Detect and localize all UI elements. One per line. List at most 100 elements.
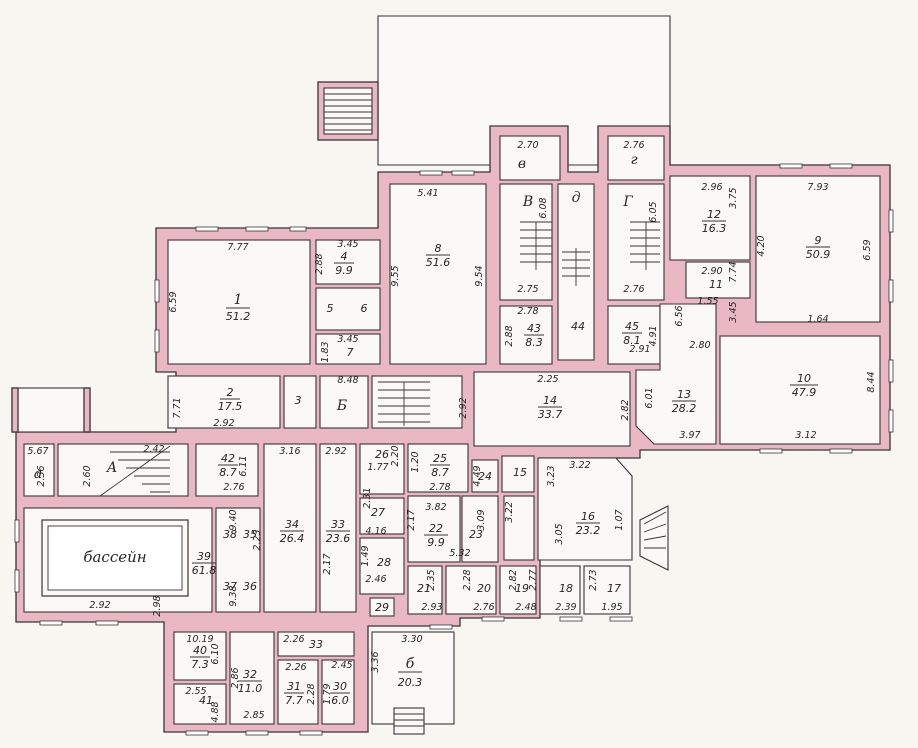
room-8-area: 51.6: [426, 256, 451, 269]
dimension-label: 2.39: [555, 602, 576, 613]
room-38-name: 38: [223, 528, 237, 541]
window: [888, 409, 894, 433]
dimension-label: 4.91: [648, 325, 659, 346]
room-9-name: 9: [815, 234, 822, 247]
dimension-label: 2.45: [331, 660, 352, 671]
stair-d: [562, 248, 590, 286]
dimension-label: 1.64: [807, 314, 828, 325]
room-19-name: 19: [515, 582, 529, 595]
dimension-label: 2.91: [629, 344, 650, 355]
room-39-name: 39: [197, 550, 211, 563]
stair-bottom: [393, 707, 425, 735]
dimension-label: 2.78: [517, 306, 538, 317]
room-16-area: 23.2: [576, 524, 601, 537]
room-34-area: 26.4: [280, 532, 305, 545]
room-8-name: 8: [435, 242, 442, 255]
room-25-name: 25: [433, 452, 447, 465]
dimension-label: 3.16: [279, 446, 300, 457]
dimension-label: 3.45: [728, 301, 739, 322]
dimension-label: 3.30: [401, 634, 422, 645]
room-43-area: 8.3: [525, 336, 543, 349]
window: [195, 226, 219, 232]
dimension-label: 1.83: [320, 341, 331, 362]
dimension-label: 3.12: [795, 430, 816, 441]
room-34-name: 34: [285, 518, 299, 531]
dimension-label: 1.07: [614, 509, 625, 530]
dimension-label: 4.49: [472, 465, 483, 486]
room-21-name: 21: [417, 582, 431, 595]
dimension-label: 2.60: [82, 465, 93, 486]
dimension-label: 2.17: [406, 509, 417, 530]
room-10-area: 47.9: [792, 386, 817, 399]
dimension-label: 2.76: [223, 482, 244, 493]
window: [289, 226, 307, 232]
room-g-name: г: [630, 152, 637, 168]
room-33-area: 23.6: [326, 532, 351, 545]
dimension-label: 2.76: [623, 284, 644, 295]
window: [829, 448, 853, 454]
window: [185, 730, 209, 736]
dimension-label: 2.76: [623, 140, 644, 151]
room-18-name: 18: [559, 582, 573, 595]
room-1-name: 1: [234, 292, 243, 308]
dimension-label: 6.01: [644, 387, 655, 408]
room-B-name: Б: [336, 398, 347, 414]
dimension-label: 2.92: [213, 418, 234, 429]
dimension-label: 2.96: [701, 182, 722, 193]
window: [299, 730, 323, 736]
room-12-name: 12: [707, 208, 721, 221]
room-27-name: 27: [371, 506, 385, 519]
dimension-label: 3.75: [728, 187, 739, 208]
dimension-label: 2.92: [89, 600, 110, 611]
room-13-area: 28.2: [672, 402, 697, 415]
dimension-label: 8.48: [337, 375, 358, 386]
dimension-label: 2.78: [429, 482, 450, 493]
dimension-label: 2.93: [421, 602, 442, 613]
window: [154, 279, 160, 303]
room-2-name: 2: [227, 386, 234, 399]
window: [154, 329, 160, 353]
room-3-name: 3: [295, 394, 302, 407]
room-30-area: 6.0: [331, 694, 349, 707]
room-23-name: 23: [469, 528, 483, 541]
dimension-label: 2.17: [322, 553, 333, 574]
room-39-area: 61.8: [192, 564, 217, 577]
dimension-label: 2.88: [314, 253, 325, 274]
dimension-label: 6.56: [674, 305, 685, 326]
dimension-label: 2.25: [537, 374, 558, 385]
dimension-label: 2.20: [390, 445, 401, 466]
dimension-label: 2.36: [36, 465, 47, 486]
room-22-name: 22: [429, 522, 443, 535]
dimension-label: 6.11: [238, 455, 249, 476]
room-31-area: 7.7: [285, 694, 303, 707]
room-6-name: 6: [361, 302, 368, 315]
stair-a: [99, 445, 171, 497]
outer-stair-top: [317, 81, 379, 141]
room-V-name: В: [522, 194, 533, 210]
room-10-name: 10: [797, 372, 811, 385]
window: [429, 624, 453, 630]
stair-g: [630, 221, 660, 270]
window: [95, 620, 119, 626]
room-28-name: 28: [377, 556, 391, 569]
room-43-name: 43: [527, 322, 541, 335]
room-33-small-name: 33: [309, 638, 323, 651]
room-b-name: б: [406, 656, 415, 672]
dimension-label: 2.82: [620, 399, 631, 420]
dimension-label: 2.28: [306, 683, 317, 704]
dimension-label: 2.80: [689, 340, 710, 351]
dimension-label: 2.98: [152, 595, 163, 616]
dimension-label: 3.09: [476, 509, 487, 530]
dimension-label: 2.88: [504, 325, 515, 346]
room-14-area: 33.7: [538, 408, 563, 421]
dimension-label: 9.38: [228, 585, 239, 606]
room-20-name: 20: [477, 582, 491, 595]
dimension-label: 2.28: [462, 569, 473, 590]
room-d-name: д: [572, 190, 581, 206]
dimension-label: 8.44: [866, 371, 877, 392]
room-32-area: 11.0: [238, 682, 263, 695]
room-26-name: 26: [375, 448, 389, 461]
room-11-area: 2.90: [701, 266, 722, 277]
dimension-label: 3.36: [370, 651, 381, 672]
